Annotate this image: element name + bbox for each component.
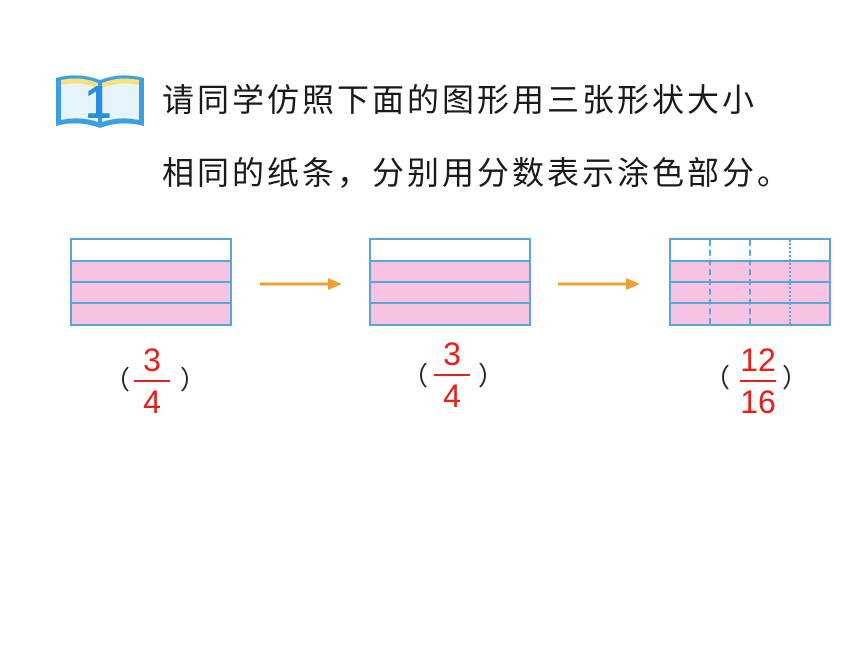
left-paren: （: [104, 366, 131, 396]
answer-fraction-3: 12 16: [728, 342, 788, 420]
fold-line-vertical: [709, 240, 711, 324]
paper-strip-1: [70, 238, 232, 326]
paper-strip-2: [369, 238, 531, 326]
denominator: 4: [143, 384, 161, 420]
shaded-region: [371, 260, 529, 324]
left-paren: （: [704, 364, 731, 394]
denominator: 4: [443, 378, 461, 414]
fold-line: [72, 302, 230, 304]
numerator: 3: [443, 336, 461, 372]
fraction-bar: [434, 374, 470, 376]
fold-line: [72, 281, 230, 283]
numerator: 12: [740, 342, 776, 378]
instruction-line-2: 相同的纸条，分别用分数表示涂色部分。: [162, 154, 793, 192]
right-paren: ）: [782, 364, 809, 394]
fold-line-vertical: [789, 240, 791, 324]
paper-strip-3: [669, 238, 831, 326]
left-paren: （: [402, 362, 429, 392]
answer-fraction-1: 3 4: [122, 342, 182, 420]
right-paren: ）: [478, 362, 505, 392]
numerator: 3: [143, 342, 161, 378]
denominator: 16: [740, 384, 776, 420]
fold-line: [72, 260, 230, 262]
arrow-right-icon: [258, 274, 344, 294]
exercise-badge: 1: [52, 68, 148, 132]
fraction-bar: [740, 380, 776, 382]
open-book-icon: 1: [56, 75, 144, 128]
fold-line: [371, 260, 529, 262]
shaded-region: [72, 260, 230, 324]
arrow-right-icon: [556, 274, 642, 294]
instruction-line-1: 请同学仿照下面的图形用三张形状大小: [162, 81, 758, 119]
fold-line: [371, 302, 529, 304]
right-paren: ）: [180, 366, 207, 396]
fold-line-vertical: [749, 240, 751, 324]
exercise-number: 1: [85, 76, 111, 128]
fraction-bar: [134, 380, 170, 382]
answer-fraction-2: 3 4: [422, 336, 482, 414]
fold-line: [371, 281, 529, 283]
